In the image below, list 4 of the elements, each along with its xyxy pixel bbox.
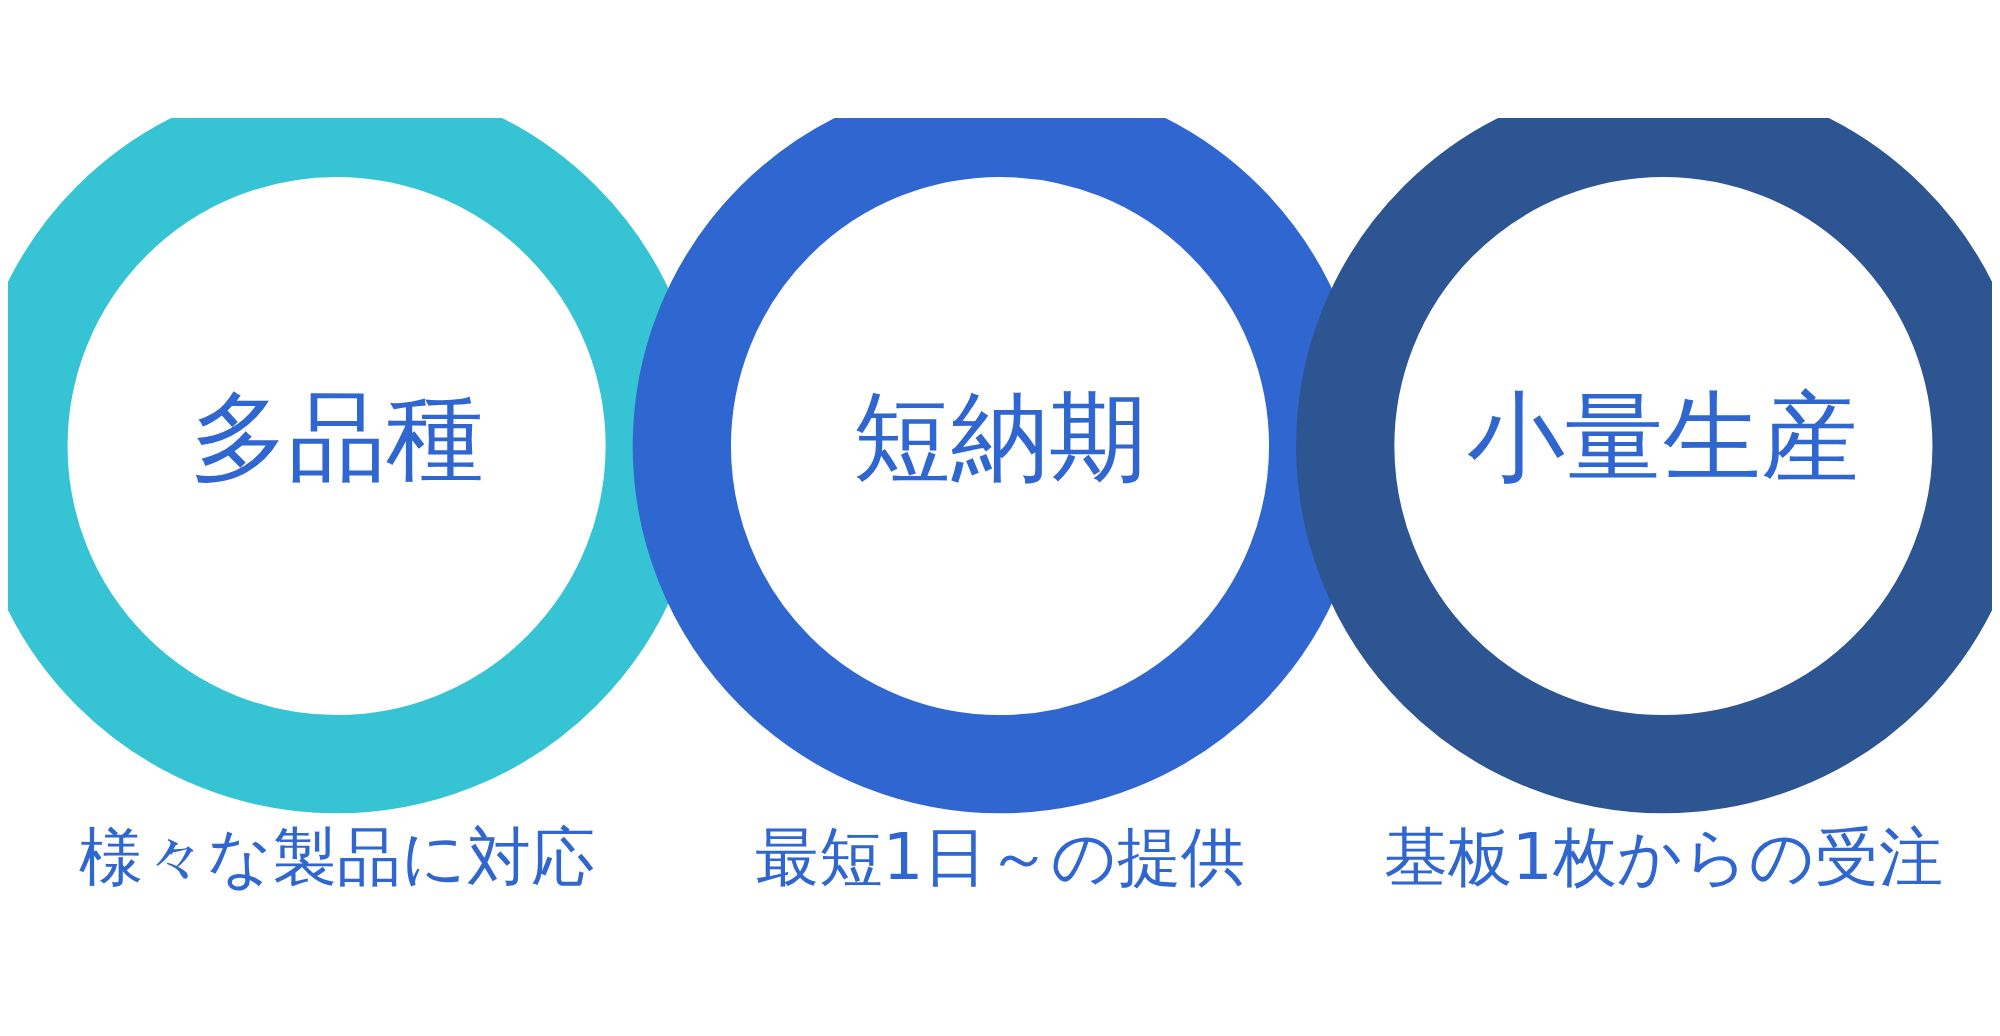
- node-circle: 小量生産: [1296, 117, 1992, 813]
- node-label: 様々な製品に対応: [78, 819, 595, 894]
- node-label: 基板1枚からの受注: [1384, 819, 1943, 894]
- node-label: 最短1日～の提供: [754, 819, 1246, 894]
